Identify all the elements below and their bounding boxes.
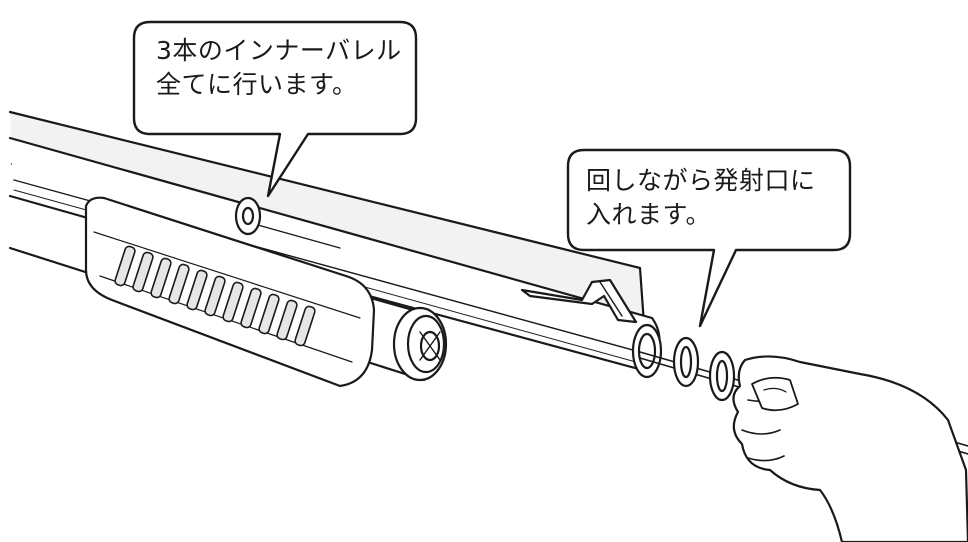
callout-2-line-1: 回しながら発射口に bbox=[586, 166, 816, 195]
callout-bubble-1 bbox=[132, 20, 418, 198]
pump-foreend bbox=[84, 196, 448, 388]
callout-bubble-2 bbox=[566, 148, 852, 328]
callout-1-text: 3本のインナーバレル 全てに行います。 bbox=[156, 34, 402, 102]
callout-1-line-2: 全てに行います。 bbox=[156, 70, 358, 99]
callout-2-text: 回しながら発射口に 入れます。 bbox=[586, 164, 816, 232]
hand bbox=[732, 355, 968, 542]
o-ring-1 bbox=[672, 336, 700, 388]
callout-1-line-1: 3本のインナーバレル bbox=[156, 36, 402, 65]
o-ring-2 bbox=[708, 350, 736, 402]
inner-barrel-rod bbox=[234, 196, 341, 249]
callout-2-line-2: 入れます。 bbox=[586, 200, 712, 229]
